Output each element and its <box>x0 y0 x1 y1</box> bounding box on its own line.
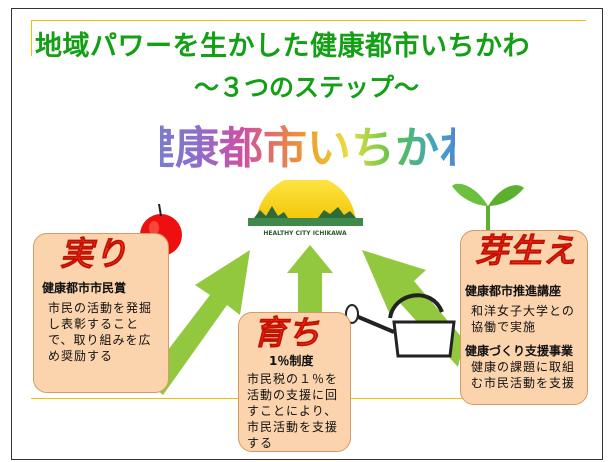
card-sprout-title: 芽生え <box>475 231 577 270</box>
card-harvest-body: 市民の活動を発掘し表彰することで、取り組みを広め奨励する <box>48 301 153 363</box>
emblem-text: HEALTHY CITY ICHIKAWA <box>263 230 347 237</box>
card-grow-subhead: 1％制度 <box>269 354 314 368</box>
card-grow: 育ち 1％制度 市民税の１％を活動の支援に回すことにより、市民活動を支援する <box>238 312 351 452</box>
sun-emblem-icon: HEALTHY CITY ICHIKAWA <box>248 180 363 237</box>
card-sprout-body-1: 和洋女子大学との協働で実施 <box>471 304 575 334</box>
card-sprout-body-2: 健康の課題に取組む市民活動を支援 <box>471 360 576 390</box>
card-grow-title: 育ち <box>253 313 321 352</box>
slide-frame <box>11 8 603 460</box>
left-divider <box>31 20 32 56</box>
sprout-icon <box>452 183 524 235</box>
watering-can-icon <box>323 293 456 359</box>
card-sprout: 芽生え 健康都市推進講座 和洋女子大学との協働で実施 健康づくり支援事業 健康の… <box>460 230 588 405</box>
arrow-center <box>287 245 333 313</box>
card-harvest: 実り 健康都市市民賞 市民の活動を発掘し表彰することで、取り組みを広め奨励する <box>33 233 169 393</box>
card-grow-body: 市民税の１％を活動の支援に回すことにより、市民活動を支援する <box>247 372 339 450</box>
arrow-to-harvest <box>145 250 250 395</box>
slide-subtitle: ～３つのステップ～ <box>193 73 419 102</box>
card-harvest-title: 実り <box>60 234 128 273</box>
logo-text-glyphs: 健康都市いちかわ <box>160 123 455 174</box>
card-harvest-subhead: 健康都市市民賞 <box>42 281 127 295</box>
card-sprout-subhead-1: 健康都市推進講座 <box>465 284 562 298</box>
logo-text: 健康都市いちかわ <box>160 123 455 174</box>
slide-title: 地域パワーを生かした健康都市いちかわ <box>35 31 530 62</box>
top-divider <box>31 20 586 21</box>
card-sprout-subhead-2: 健康づくり支援事業 <box>465 344 574 358</box>
